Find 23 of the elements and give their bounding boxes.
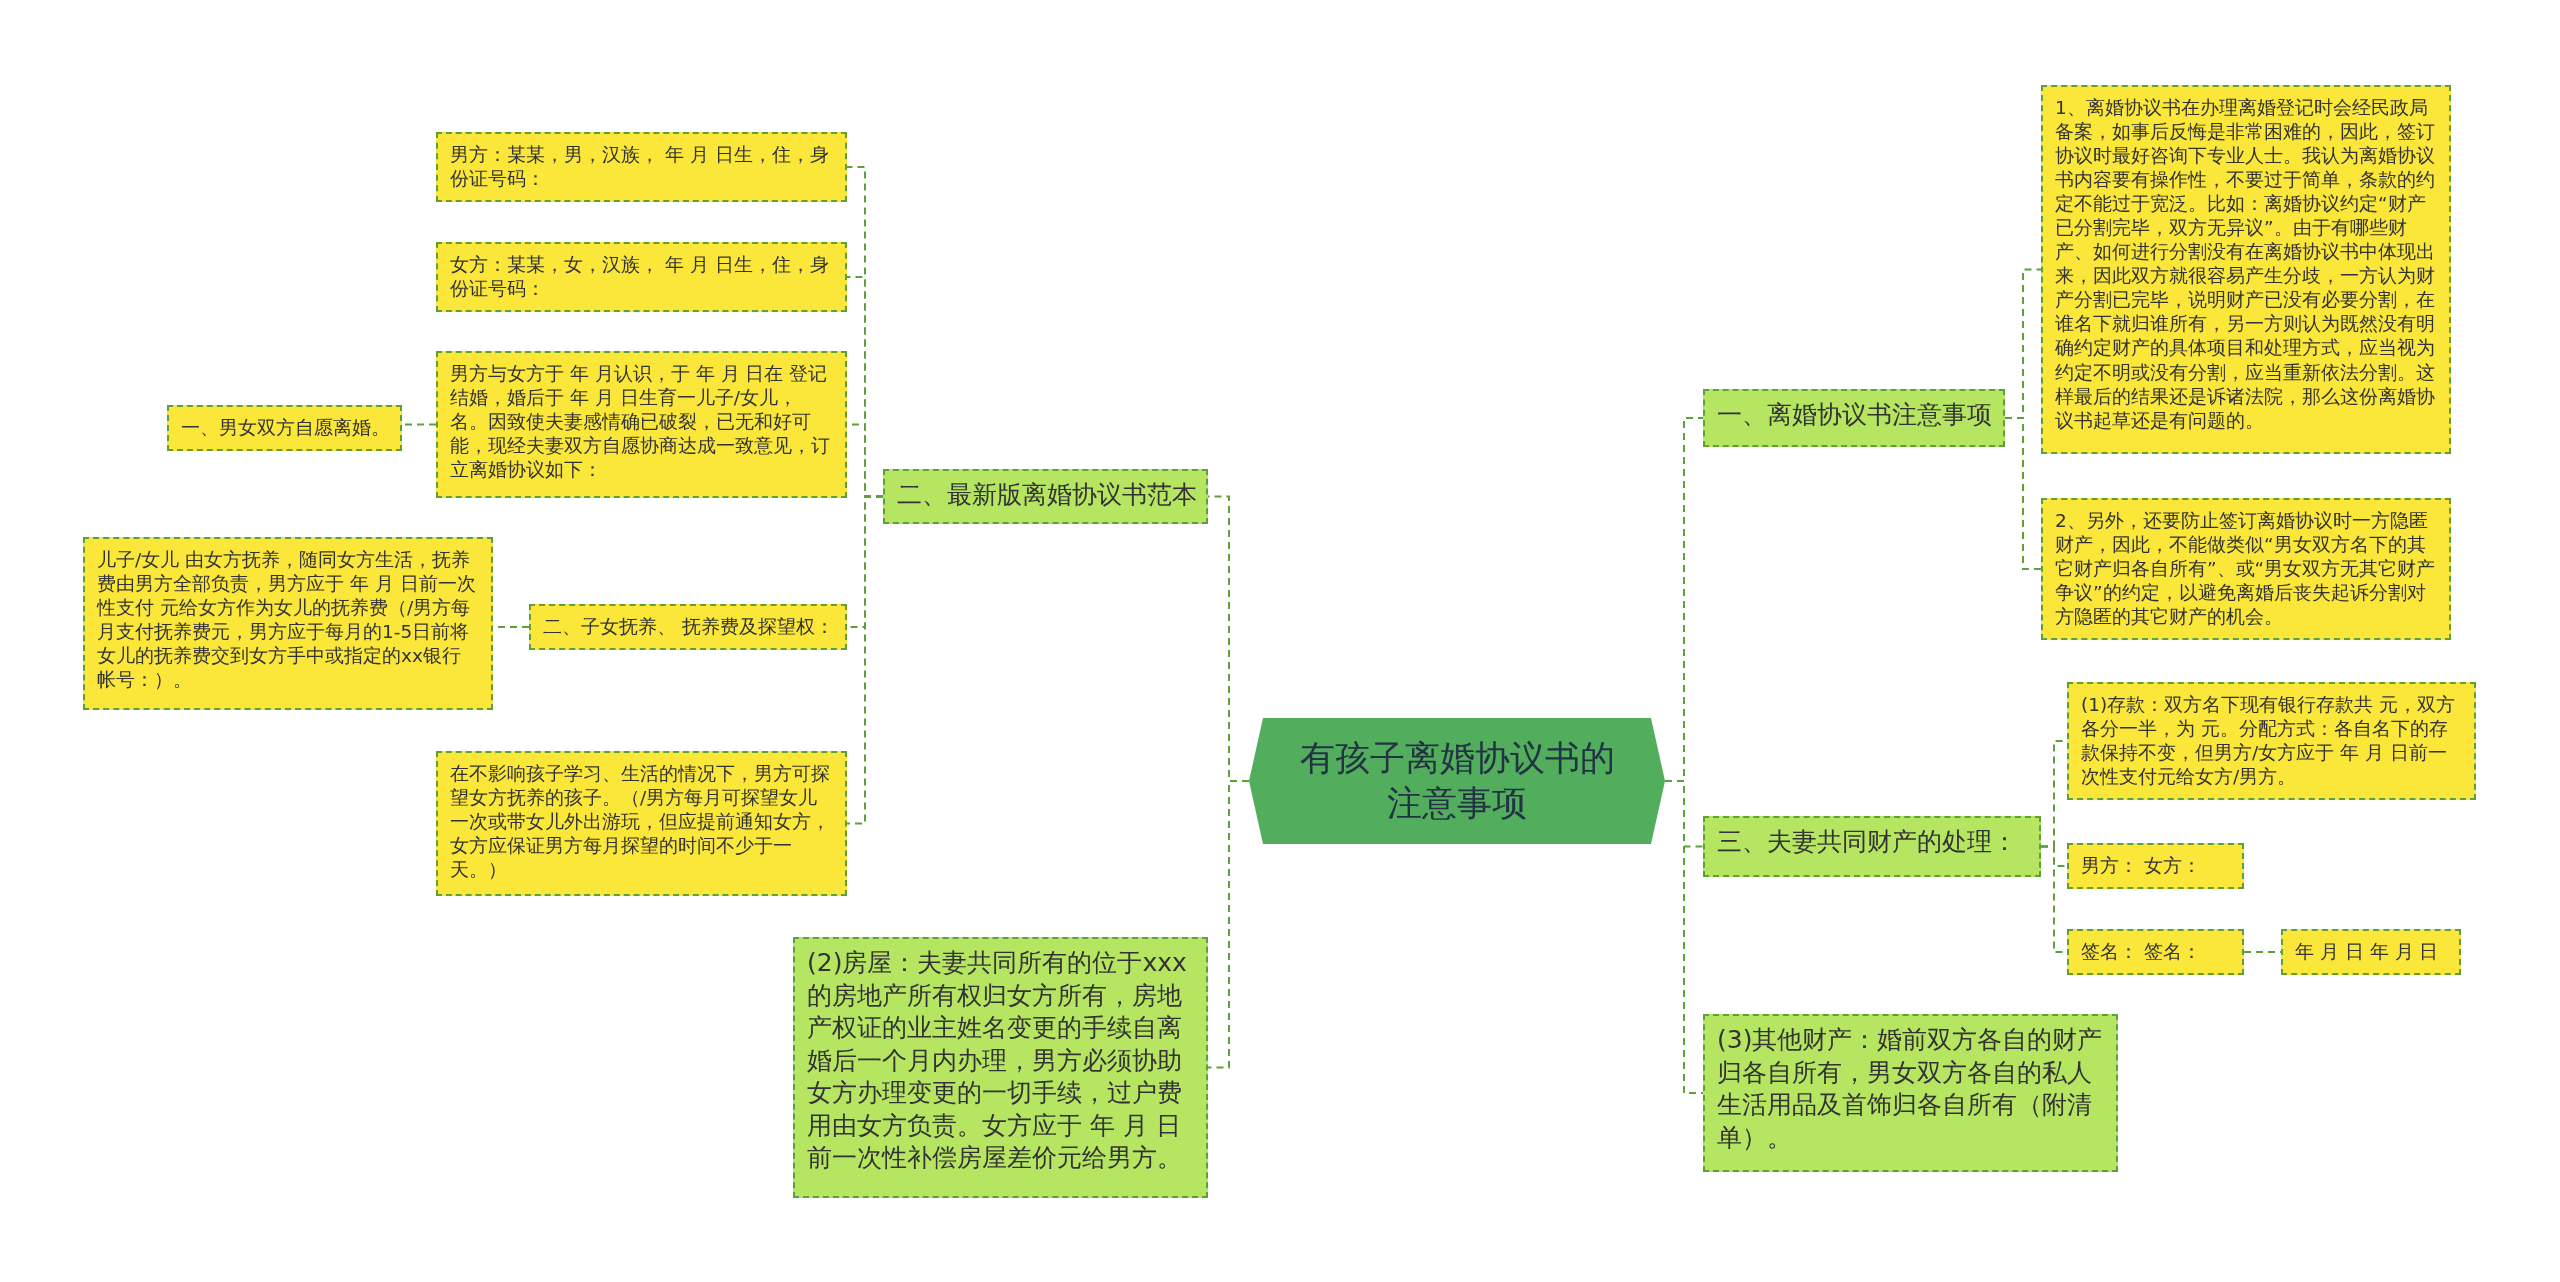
note-box: 儿子/女儿 由女方抚养，随同女方生活，抚养费由男方全部负责，男方应于 年 月 日前一次性支付 元给女方作为女儿的抚养费（/男方每月支付抚养费元，男方应于每月的1-5日前将女儿的抚养费交到女方手中或指定的xx银行帐号：）。	[83, 537, 493, 710]
topic-box: 一、离婚协议书注意事项	[1703, 389, 2005, 447]
note-box: 男方与女方于 年 月认识，于 年 月 日在 登记结婚，婚后于 年 月 日生育一儿子/女儿，名。因致使夫妻感情确已破裂，已无和好可能，现经夫妻双方自愿协商达成一致意见，订立离婚协议如下：	[436, 351, 847, 498]
note-box: 年 月 日 年 月 日	[2281, 929, 2461, 976]
note-box: (1)存款：双方名下现有银行存款共 元，双方各分一半，为 元。分配方式：各自名下的存款保持不变，但男方/女方应于 年 月 日前一次性支付元给女方/男方。	[2067, 682, 2476, 801]
connector-line	[1664, 780, 1704, 1094]
connector-line	[1207, 780, 1250, 1069]
topic-box: (2)房屋：夫妻共同所有的位于xxx的房地产所有权归女方所有，房地产权证的业主姓名变更的手续自离婚后一个月内办理，男方必须协助女方办理变更的一切手续，过户费用由女方负责。女方应于 年 月 日前一次性补偿房屋差价元给男方。	[793, 937, 1208, 1198]
note-box: 签名： 签名：	[2067, 929, 2244, 976]
note-box: 2、另外，还要防止签订离婚协议时一方隐匿财产，因此，不能做类似“男女双方名下的其它财产归各自所有”、或“男女双方无其它财产争议”的约定，以避免离婚后丧失起诉分割对方隐匿的其它财产的机会。	[2041, 498, 2451, 641]
note-box: 在不影响孩子学习、生活的情况下，男方可探望女方抚养的孩子。（/男方每月可探望女儿一次或带女儿外出游玩，但应提前通知女方，女方应保证男方每月探望的时间不少于一天。）	[436, 751, 847, 896]
note-box: 女方：某某，女，汉族， 年 月 日生，住，身份证号码：	[436, 242, 847, 313]
topic-box: 三、夫妻共同财产的处理：	[1703, 816, 2041, 877]
note-box: 男方：某某，男，汉族， 年 月 日生，住，身份证号码：	[436, 132, 847, 203]
topic-box: 二、最新版离婚协议书范本	[883, 469, 1208, 524]
note-box: 1、离婚协议书在办理离婚登记时会经民政局备案，如事后反悔是非常困难的，因此，签订协议时最好咨询下专业人士。我认为离婚协议书内容要有操作性，不要过于简单，条款的约定不能过于宽泛。比如：离婚协议约定“财产已分割完毕，双方无异议”。由于有哪些财产、如何进行分割没有在离婚协议书中体现出来，因此双方就很容易产生分歧，一方认为财产分割已完毕，说明财产已没有必要分割，在谁名下就归谁所有，另一方则认为既然没有明确约定财产的具体项目和处理方式，应当视为约定不明或没有分割，应当重新依法分割。这样最后的结果还是诉诸法院，那么这份离婚协议书起草还是有问题的。	[2041, 85, 2451, 454]
topic-box: (3)其他财产：婚前双方各自的财产归各自所有，男女双方各自的私人生活用品及首饰归各自所有（附清单）。	[1703, 1014, 2118, 1172]
note-box: 男方： 女方：	[2067, 843, 2244, 890]
central-topic: 有孩子离婚协议书的注意事项	[1249, 718, 1665, 844]
connector-line	[2004, 417, 2042, 571]
connector-line	[846, 495, 884, 825]
note-box: 二、子女抚养、 抚养费及探望权：	[529, 604, 847, 651]
note-box: 一、男女双方自愿离婚。	[167, 405, 402, 452]
